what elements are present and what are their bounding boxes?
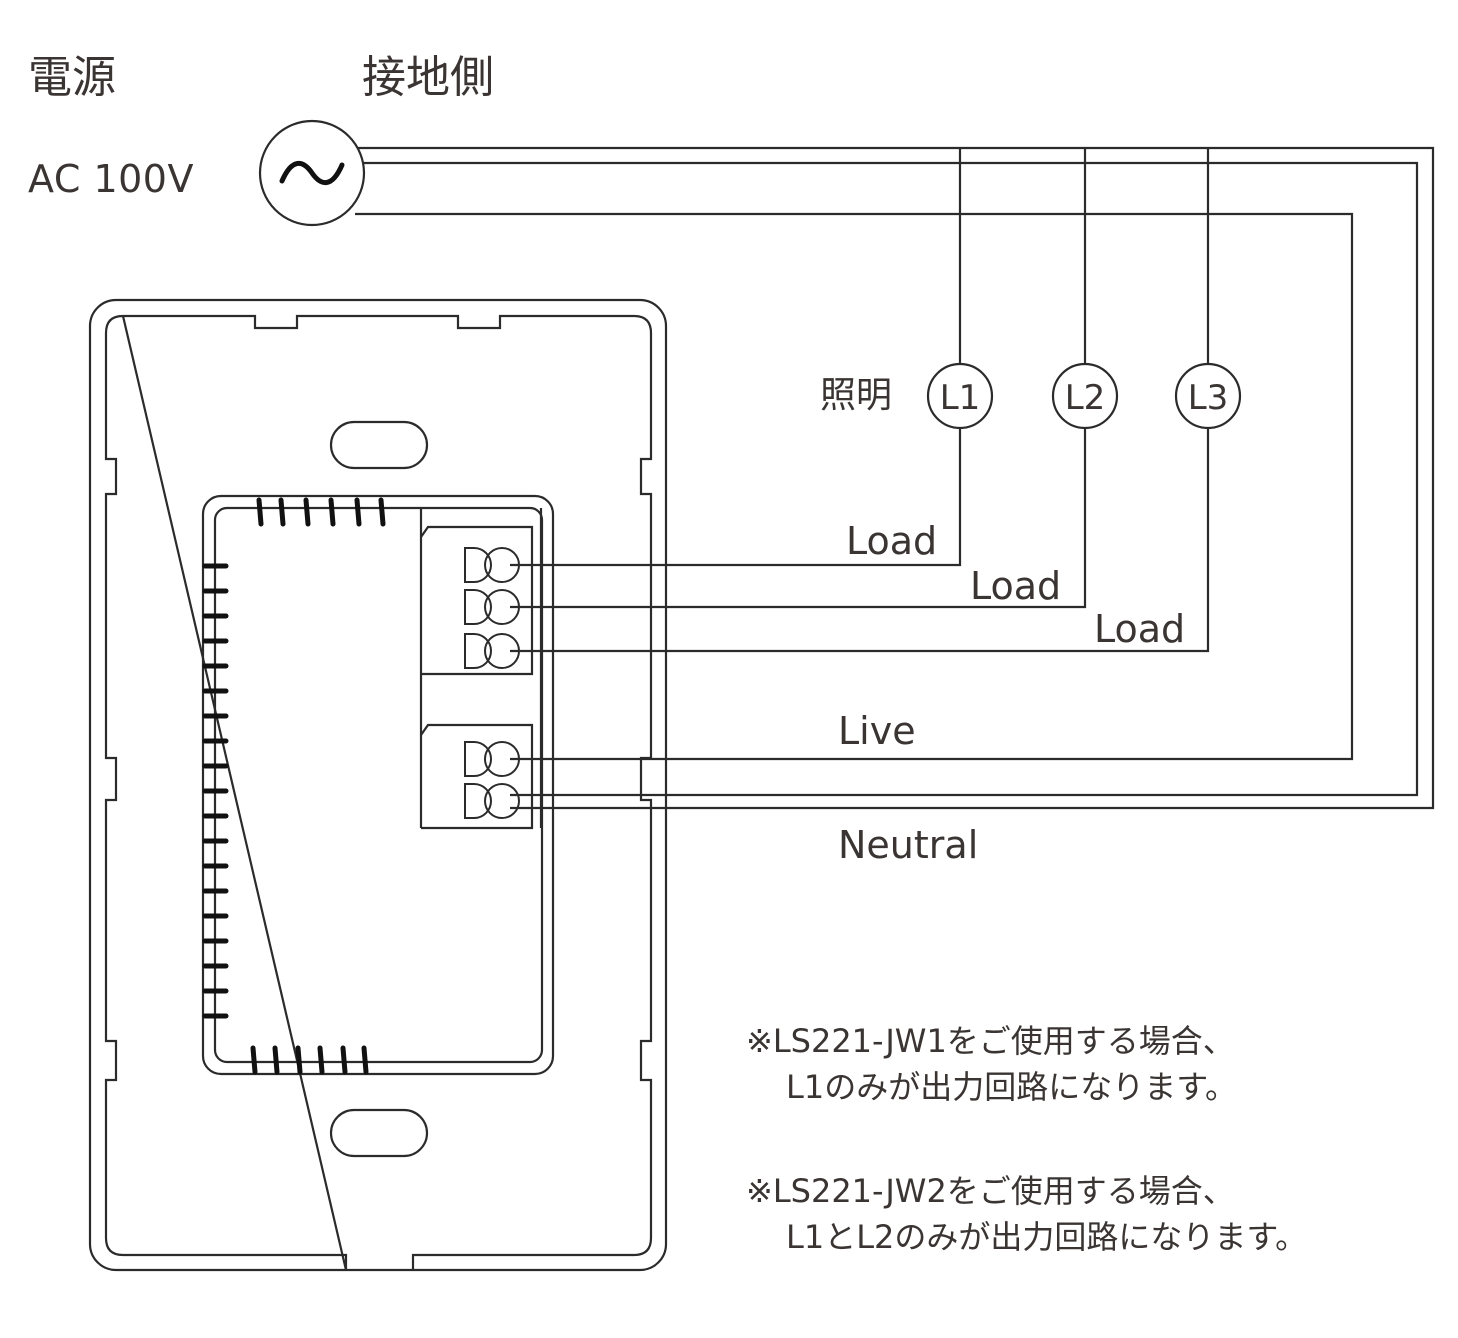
sine-wave-icon xyxy=(279,161,345,185)
load-wire-l2 xyxy=(510,428,1087,609)
note-jw1-line1: ※LS221-JW1をご使用する場合、 xyxy=(746,1022,1235,1060)
terminal-block-load xyxy=(420,525,534,676)
terminals xyxy=(464,547,520,819)
vent-ticks-bottom xyxy=(250,1045,369,1075)
terminal-screw xyxy=(464,589,520,625)
neutral-label: Neutral xyxy=(838,823,979,867)
note-jw1: ※LS221-JW1をご使用する場合、 L1のみが出力回路になります。 xyxy=(746,1018,1237,1110)
lamp-l1-label: L1 xyxy=(940,378,981,418)
note-jw2-line1: ※LS221-JW2をご使用する場合、 xyxy=(746,1172,1235,1210)
wall-plate-inner xyxy=(104,314,653,1271)
terminal-screw xyxy=(464,547,520,583)
supply-wire-middle xyxy=(363,161,1419,797)
load-wire-l3 xyxy=(510,428,1210,653)
load-label-1: Load xyxy=(846,519,938,563)
note-jw2: ※LS221-JW2をご使用する場合、 L1とL2のみが出力回路になります。 xyxy=(746,1168,1307,1260)
vent-ticks-top xyxy=(256,497,386,527)
wall-plate-outer xyxy=(88,298,668,1272)
note-jw1-line2: L1のみが出力回路になります。 xyxy=(786,1068,1237,1106)
terminal-screw xyxy=(464,633,520,669)
load-label-2: Load xyxy=(970,564,1062,608)
mounting-slot-top xyxy=(329,420,429,470)
load-label-3: Load xyxy=(1094,607,1186,651)
load-wire-l1 xyxy=(510,428,962,567)
lamp-l1: L1 xyxy=(926,362,994,430)
lamp-l2: L2 xyxy=(1051,362,1119,430)
supply-wire-live xyxy=(355,212,1354,761)
lamp-l3: L3 xyxy=(1174,362,1242,430)
ground-side-label: 接地側 xyxy=(362,52,494,103)
terminal-block-power xyxy=(420,723,534,830)
switch-body-outer xyxy=(201,494,555,1076)
terminal-screw xyxy=(464,741,520,777)
terminal-screw xyxy=(464,783,520,819)
live-label: Live xyxy=(838,709,916,753)
lighting-label: 照明 xyxy=(820,375,893,416)
mounting-slot-bottom xyxy=(329,1108,429,1158)
voltage-label: AC 100V xyxy=(28,157,194,201)
power-title: 電源 xyxy=(28,52,116,103)
supply-wire-outer xyxy=(358,146,1435,810)
vent-ticks-left xyxy=(202,563,229,1019)
note-jw2-line2: L1とL2のみが出力回路になります。 xyxy=(786,1218,1308,1256)
lamp-l2-label: L2 xyxy=(1065,378,1106,418)
lamp-l3-label: L3 xyxy=(1188,378,1229,418)
switch-body-inner xyxy=(213,506,544,1064)
